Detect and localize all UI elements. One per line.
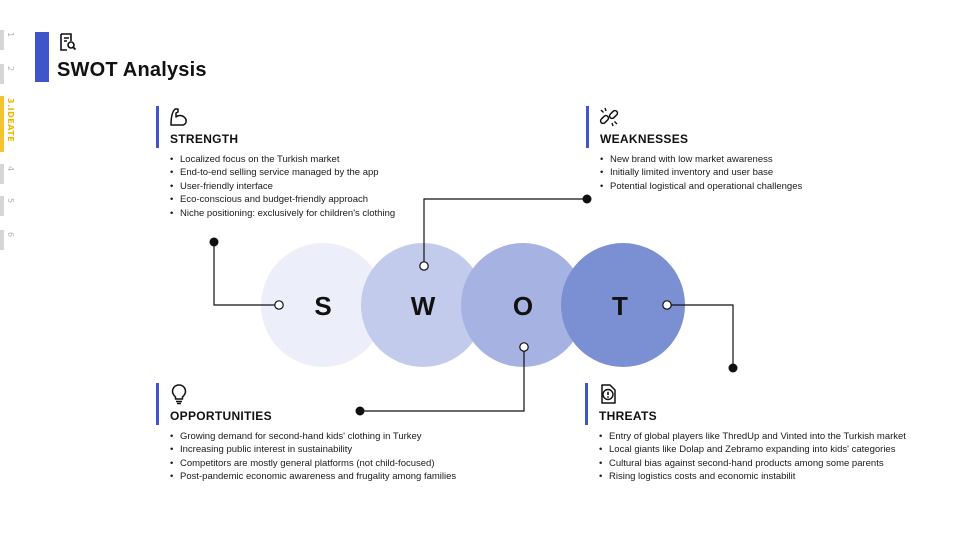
threats-list: Entry of global players like ThredUp and… bbox=[599, 430, 906, 484]
circle-s bbox=[261, 243, 385, 367]
rail-step-bar bbox=[0, 64, 4, 84]
connector-ring bbox=[419, 261, 429, 271]
list-item: End-to-end selling service managed by th… bbox=[170, 166, 395, 180]
list-item: Potential logistical and operational cha… bbox=[600, 180, 802, 194]
letter-o: O bbox=[513, 291, 533, 321]
flexed-arm-icon bbox=[170, 108, 187, 126]
rail-step-label: 3.IDEATE bbox=[6, 98, 15, 143]
rail-step-bar bbox=[0, 30, 4, 50]
rail-step-6[interactable]: 6 bbox=[0, 230, 20, 250]
rail-step-label: 4 bbox=[6, 166, 15, 172]
page-title: SWOT Analysis bbox=[57, 59, 207, 81]
opportunities-section: OPPORTUNITIES Growing demand for second-… bbox=[156, 383, 486, 493]
rail-step-bar bbox=[0, 196, 4, 216]
connector-dot bbox=[209, 237, 219, 247]
connector-dot bbox=[728, 363, 738, 373]
rail-step-bar bbox=[0, 96, 4, 152]
list-item: Rising logistics costs and economic inst… bbox=[599, 470, 906, 484]
weaknesses-list: New brand with low market awareness Init… bbox=[600, 153, 802, 194]
list-item: Increasing public interest in sustainabi… bbox=[170, 443, 456, 457]
letter-t: T bbox=[612, 291, 628, 321]
circle-w bbox=[361, 243, 485, 367]
list-item: User-friendly interface bbox=[170, 180, 395, 194]
list-item: Post-pandemic economic awareness and fru… bbox=[170, 470, 456, 484]
letter-w: W bbox=[411, 291, 436, 321]
circle-o bbox=[461, 243, 585, 367]
list-item: Competitors are mostly general platforms… bbox=[170, 457, 456, 471]
rail-step-3-ideate[interactable]: 3.IDEATE bbox=[0, 96, 20, 152]
section-title: WEAKNESSES bbox=[600, 132, 689, 146]
circle-t bbox=[561, 243, 685, 367]
section-title: OPPORTUNITIES bbox=[170, 409, 272, 423]
rail-step-5[interactable]: 5 bbox=[0, 196, 20, 216]
list-item: Localized focus on the Turkish market bbox=[170, 153, 395, 167]
rail-step-label: 2 bbox=[6, 66, 15, 72]
list-item: Eco-conscious and budget-friendly approa… bbox=[170, 193, 395, 207]
list-item: Growing demand for second-hand kids' clo… bbox=[170, 430, 456, 444]
list-item: Cultural bias against second-hand produc… bbox=[599, 457, 906, 471]
list-item: Initially limited inventory and user bas… bbox=[600, 166, 802, 180]
rail-step-bar bbox=[0, 164, 4, 184]
connector-ring bbox=[662, 300, 672, 310]
rail-step-4[interactable]: 4 bbox=[0, 164, 20, 184]
connector-threats bbox=[667, 304, 734, 368]
list-item: Entry of global players like ThredUp and… bbox=[599, 430, 906, 444]
strength-list: Localized focus on the Turkish market En… bbox=[170, 153, 395, 220]
rail-step-label: 1 bbox=[6, 32, 15, 38]
section-title: THREATS bbox=[599, 409, 657, 423]
connector-ring bbox=[519, 342, 529, 352]
section-accent-bar bbox=[586, 106, 589, 148]
broken-link-icon bbox=[599, 107, 619, 127]
section-title: STRENGTH bbox=[170, 132, 239, 146]
section-accent-bar bbox=[156, 106, 159, 148]
rail-step-2[interactable]: 2 bbox=[0, 64, 20, 84]
rail-step-bar bbox=[0, 230, 4, 250]
document-search-icon bbox=[60, 33, 77, 51]
connector-ring bbox=[274, 300, 284, 310]
letter-s: S bbox=[314, 291, 331, 321]
alert-icon bbox=[601, 384, 616, 404]
strength-section: STRENGTH Localized focus on the Turkish … bbox=[156, 106, 456, 231]
list-item: Local giants like Dolap and Zebramo expa… bbox=[599, 443, 906, 457]
rail-step-1[interactable]: 1 bbox=[0, 30, 20, 50]
weaknesses-section: WEAKNESSES New brand with low market awa… bbox=[586, 106, 886, 206]
section-accent-bar bbox=[585, 383, 588, 425]
rail-step-label: 5 bbox=[6, 198, 15, 204]
rail-step-label: 6 bbox=[6, 232, 15, 238]
list-item: Niche positioning: exclusively for child… bbox=[170, 207, 395, 221]
threats-section: THREATS Entry of global players like Thr… bbox=[585, 383, 955, 493]
list-item: New brand with low market awareness bbox=[600, 153, 802, 167]
lightbulb-icon bbox=[171, 384, 187, 405]
section-accent-bar bbox=[156, 383, 159, 425]
header-accent-bar bbox=[35, 32, 49, 82]
connector-strength bbox=[213, 242, 279, 306]
opportunities-list: Growing demand for second-hand kids' clo… bbox=[170, 430, 456, 484]
